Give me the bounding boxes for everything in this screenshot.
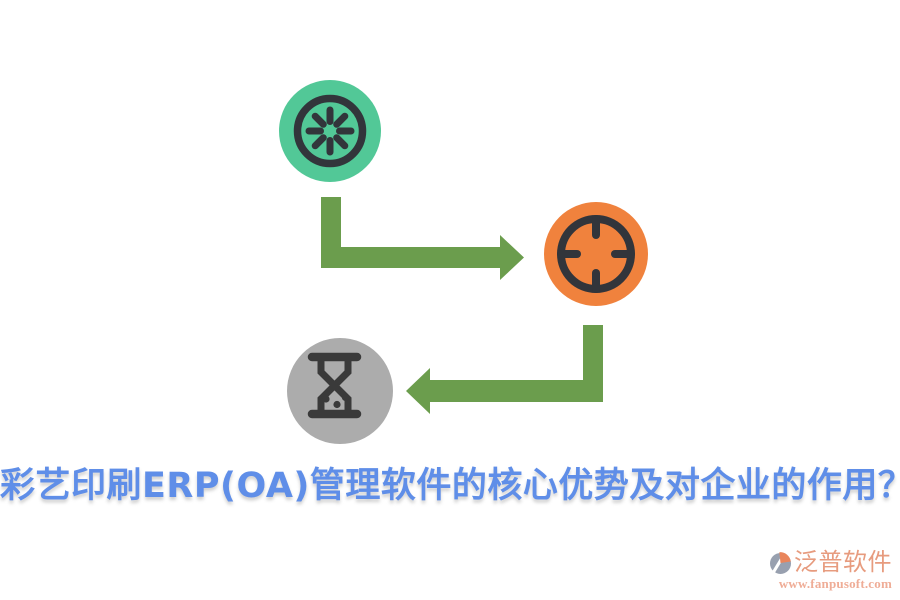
fanpu-logo-icon	[770, 549, 791, 575]
arrow-right-connector	[321, 197, 524, 280]
kiwi-slice-icon	[293, 94, 367, 168]
watermark-url: www.fanpusoft.com	[778, 576, 892, 591]
sand-dot	[341, 393, 350, 402]
kiwi-spoke	[311, 134, 327, 150]
sand-dot	[333, 400, 341, 409]
watermark-brand-row: 泛普软件	[770, 548, 892, 576]
watermark: 泛普软件 www.fanpusoft.com	[770, 548, 892, 591]
step-badge-2	[544, 202, 648, 306]
step-badge-1	[279, 80, 381, 182]
crosshair-target-icon	[557, 215, 635, 293]
hourglass-body-right	[317, 358, 352, 414]
watermark-brand: 泛普软件	[794, 548, 892, 576]
kiwi-spoke	[333, 112, 349, 128]
arrow-left-connector	[406, 325, 603, 414]
sand-dot	[322, 395, 330, 403]
kiwi-spoke	[333, 134, 349, 150]
step-badge-3	[287, 338, 393, 444]
kiwi-spoke	[311, 112, 327, 128]
page-title: 彩艺印刷ERP(OA)管理软件的核心优势及对企业的作用？	[0, 466, 900, 506]
kiwi-ring	[293, 94, 367, 168]
hourglass-icon	[307, 352, 362, 419]
